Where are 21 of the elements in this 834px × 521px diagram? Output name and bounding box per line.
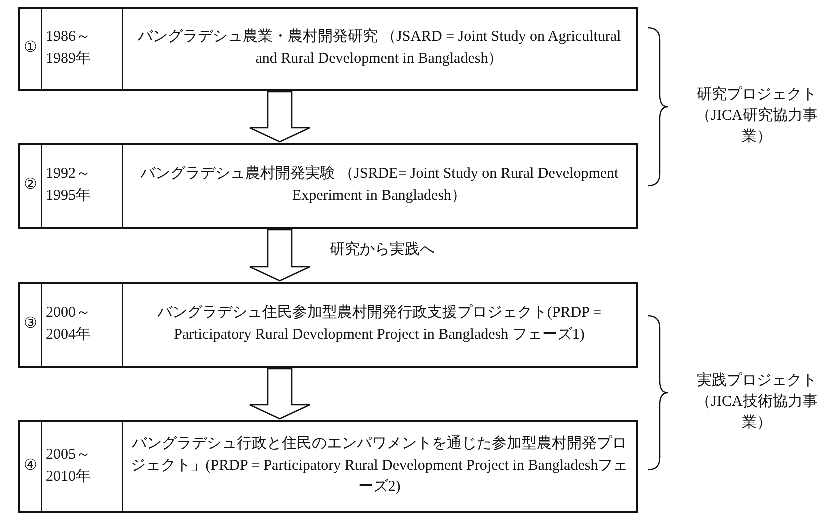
- number-label: ②: [24, 176, 37, 196]
- project-title: バングラデシュ農村開発実験 （JSRDE= Joint Study on Rural Development Experiment in Bangladesh）: [139, 164, 620, 206]
- number-label: ③: [24, 315, 37, 334]
- project-row-box: [18, 282, 638, 368]
- number-label: ①: [24, 39, 37, 58]
- block-arrow: [249, 229, 311, 282]
- project-row-box: [18, 7, 638, 91]
- year-label: 1986～1989年: [46, 28, 92, 69]
- group-label: 研究プロジェクト（JICA研究協力事業）: [695, 85, 819, 147]
- year-label: 2000～2004年: [46, 304, 92, 345]
- project-title: バングラデシュ農業・農村開発研究 （JSARD = Joint Study on Agricultural and Rural Development in Bangladesh）: [136, 28, 622, 69]
- group-label: 実践プロジェクト（JICA技術協力事業）: [695, 371, 819, 433]
- block-arrow: [249, 91, 311, 143]
- project-row-box: [18, 143, 638, 229]
- project-row-box: [18, 420, 638, 513]
- year-label: 2005～2010年: [46, 446, 92, 486]
- number-label: ④: [24, 456, 37, 476]
- block-arrow: [249, 368, 311, 420]
- project-title: バングラデシュ住民参加型農村開発行政支援プロジェクト(PRDP = Participatory Rural Development Project in Bangladesh フェーズ1): [156, 303, 603, 345]
- project-title: バングラデシュ行政と住民のエンパワメントを通じた参加型農村開発プロジェクト」(PRDP = Participatory Rural Development Project in Bangladeshフェーズ2): [130, 434, 630, 498]
- year-label: 1992～1995年: [46, 165, 92, 206]
